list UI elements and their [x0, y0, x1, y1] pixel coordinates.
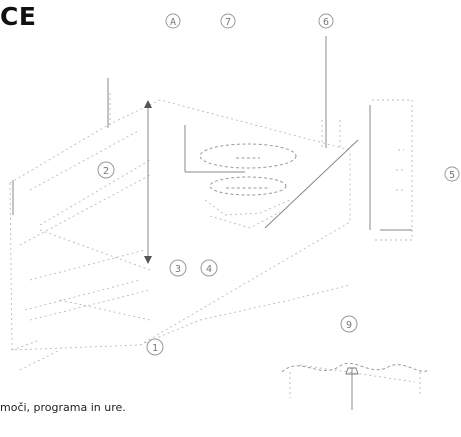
callout-6: 6	[318, 13, 334, 29]
page-title: CE	[0, 2, 37, 31]
caption-text: moči, programa in ure.	[0, 401, 126, 414]
callout-4: 4	[200, 259, 218, 277]
callout-7: 7	[220, 13, 236, 29]
callout-1: 1	[146, 338, 164, 356]
svg-text:9: 9	[346, 320, 352, 331]
callout-5: 5	[444, 166, 460, 182]
appliance-body	[9, 78, 351, 371]
top-disc	[184, 125, 297, 229]
svg-text:5: 5	[449, 170, 455, 181]
door-panel	[369, 99, 413, 241]
callout-2: 2	[97, 161, 115, 179]
svg-text:2: 2	[103, 166, 109, 177]
callout-A: A	[165, 13, 181, 29]
svg-text:7: 7	[225, 17, 231, 28]
detail-9	[281, 362, 429, 410]
svg-text:A: A	[170, 17, 176, 28]
svg-text:4: 4	[206, 264, 212, 275]
callout-9: 9	[340, 315, 358, 333]
svg-text:1: 1	[152, 343, 158, 354]
svg-text:6: 6	[323, 17, 329, 28]
dimension-arrow	[144, 100, 152, 264]
svg-text:3: 3	[175, 264, 181, 275]
leader-6	[264, 36, 359, 229]
callout-3: 3	[169, 259, 187, 277]
